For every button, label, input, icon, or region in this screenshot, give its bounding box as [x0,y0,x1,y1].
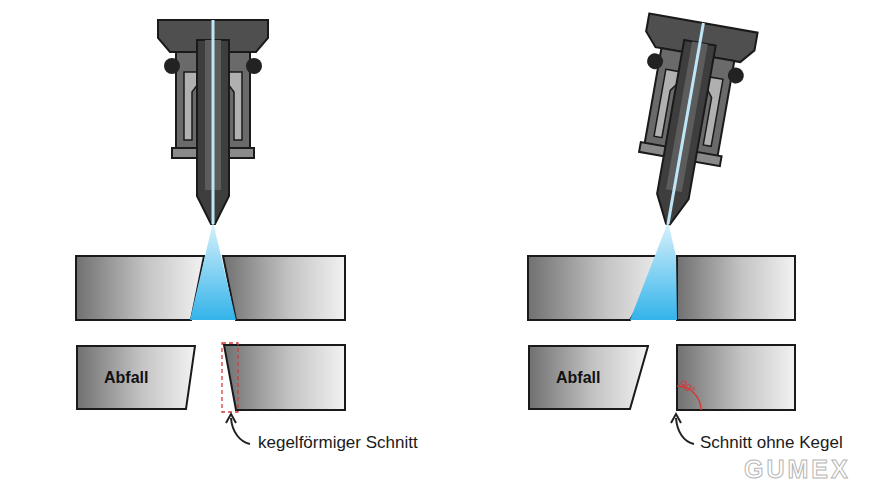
arrowhead [671,414,681,423]
taper-marker [222,343,238,412]
water-jet [630,222,677,320]
cutting-head [158,20,268,224]
part-label: Abfall [556,369,600,387]
plate [76,256,204,320]
caption-label: Schnitt ohne Kegel [700,433,843,453]
leader-line [231,418,250,444]
plate [223,256,345,320]
water-jet [190,222,236,320]
leader-line [676,418,694,444]
waste-piece: Abfall [76,345,196,410]
caption-label: kegelförmiger Schnitt [258,433,418,453]
part [224,345,345,410]
part [677,345,795,410]
arrowhead [226,414,236,423]
waste-piece: Abfall [528,345,649,410]
watermark: GUMEX [744,455,851,484]
cutting-head [614,14,758,234]
part-label: Abfall [104,369,148,387]
plate [677,256,795,320]
